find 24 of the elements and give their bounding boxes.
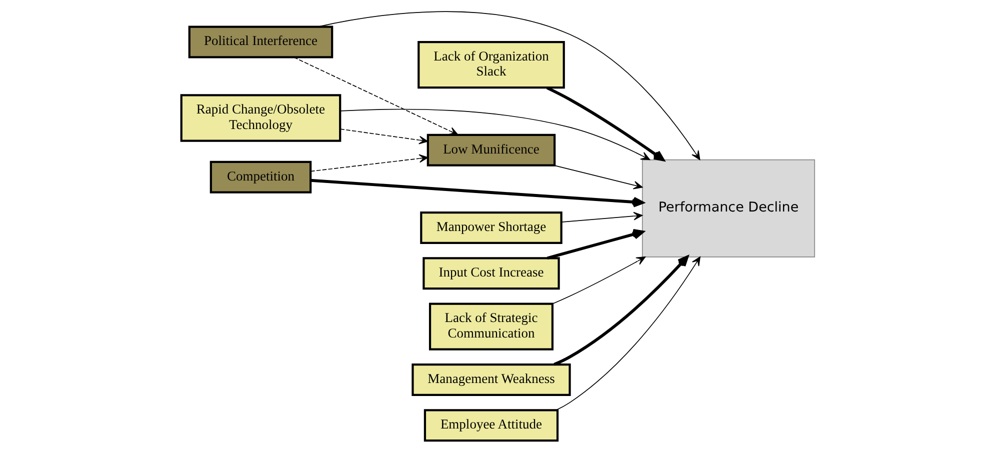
arrow xyxy=(546,86,664,162)
node-box: Lack of Organization Slack xyxy=(418,40,565,89)
node-box: Employee Attitude xyxy=(424,409,559,442)
node-box: Rapid Change/Obsolete Technology xyxy=(180,94,342,142)
arrow xyxy=(561,212,643,222)
node-box: Performance Decline xyxy=(642,159,816,258)
node-box: Management Weakness xyxy=(412,364,571,396)
node-box: Low Munificence xyxy=(426,134,556,166)
arrow xyxy=(310,154,428,172)
arrow xyxy=(293,56,458,136)
node-box: Political Interference xyxy=(188,26,334,58)
arrow xyxy=(556,256,700,410)
node-box: Manpower Shortage xyxy=(420,212,562,244)
arrow xyxy=(554,256,688,366)
arrow xyxy=(553,164,643,190)
node-box: Input Cost Increase xyxy=(422,257,560,290)
node-box: Competition xyxy=(210,160,312,194)
arrow xyxy=(546,229,644,260)
arrow xyxy=(340,128,428,144)
node-box: Lack of Strategic Communication xyxy=(428,302,554,350)
arrow xyxy=(552,256,646,304)
arrow xyxy=(340,108,650,160)
arrow xyxy=(310,178,644,208)
arrow xyxy=(317,11,700,160)
